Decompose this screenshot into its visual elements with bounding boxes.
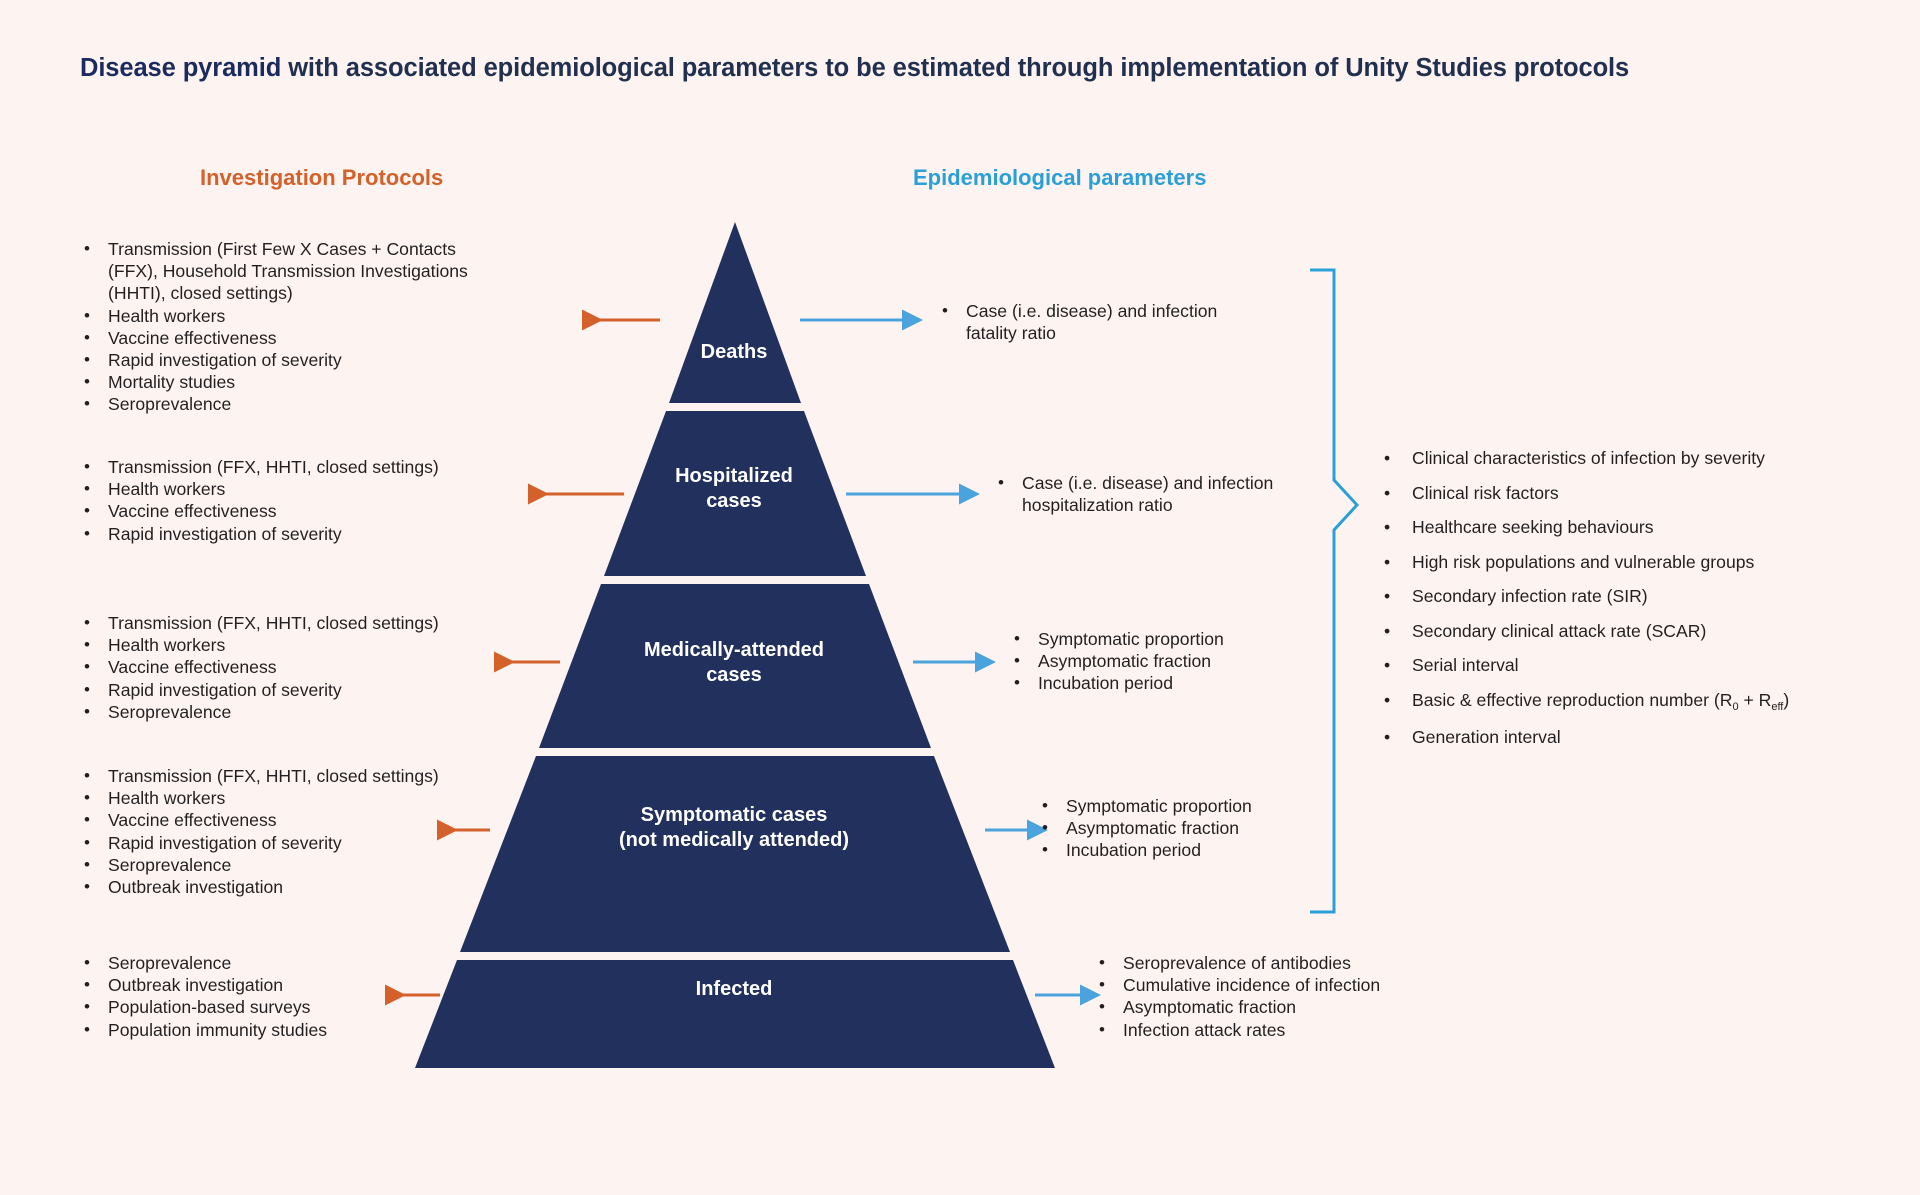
list-item: Vaccine effectiveness [80,500,510,522]
list-item: Health workers [80,478,510,500]
list-item: Healthcare seeking behaviours [1380,516,1880,538]
list-item: Seroprevalence [80,952,510,974]
parameter-list-global: Clinical characteristics of infection by… [1380,447,1880,761]
repro-prefix: Basic & effective reproduction number (R [1412,689,1733,710]
list-item: Rapid investigation of severity [80,832,510,854]
list-item: Cumulative incidence of infection [1095,974,1475,996]
list-item: Transmission (FFX, HHTI, closed settings… [80,612,510,634]
pyramid-label-medically-attended-line1: Medically-attended [643,639,825,661]
pyramid-tier-medically-attended [539,584,931,748]
list-item: Transmission (FFX, HHTI, closed settings… [80,456,510,478]
list-item: Seroprevalence [80,393,510,415]
list-item: Vaccine effectiveness [80,327,510,349]
list-item: Health workers [80,787,510,809]
list-item: Incubation period [1010,672,1340,694]
list-item: Clinical risk factors [1380,482,1880,504]
list-item: Asymptomatic fraction [1038,817,1368,839]
column-header-epidemiological-parameters: Epidemiological parameters [913,165,1207,190]
parameter-list-symptomatic: Symptomatic proportion Asymptomatic frac… [1038,795,1368,862]
title-rest: with associated epidemiological paramete… [281,54,1630,82]
pyramid-label-medically-attended-line2: cases [706,664,762,686]
pyramid-label-hospitalized-line2: cases [706,490,762,512]
list-item: Vaccine effectiveness [80,656,510,678]
parameter-list-infected: Seroprevalence of antibodies Cumulative … [1095,952,1475,1041]
list-item: Transmission (First Few X Cases + Contac… [80,238,510,305]
title-lead: Disease pyramid [80,54,282,82]
list-item: Clinical characteristics of infection by… [1380,447,1880,469]
list-item: High risk populations and vulnerable gro… [1380,551,1880,573]
list-item: Incubation period [1038,839,1368,861]
pyramid-label-medically-attended: Medically-attended cases [534,638,934,688]
list-item: Case (i.e. disease) and infection hospit… [994,472,1344,516]
list-item: Health workers [80,305,510,327]
repro-sub-eff: eff [1771,700,1784,713]
pyramid-label-infected: Infected [695,978,773,1000]
parameter-list-deaths: Case (i.e. disease) and infection fatali… [938,300,1268,344]
list-item: Asymptomatic fraction [1095,996,1475,1018]
pyramid-label-hospitalized: Hospitalized cases [534,464,934,514]
list-item: Asymptomatic fraction [1010,650,1340,672]
repro-suffix: ) [1783,689,1790,710]
page-title: Disease pyramid with associated epidemio… [80,54,1629,83]
list-item: Seroprevalence [80,854,510,876]
list-item: Rapid investigation of severity [80,349,510,371]
pyramid-label-deaths: Deaths [700,341,768,363]
list-item: Rapid investigation of severity [80,679,510,701]
pyramid-label-symptomatic-line2: (not medically attended) [618,829,850,851]
list-item: Serial interval [1380,654,1880,676]
list-item: Symptomatic proportion [1038,795,1368,817]
list-item: Symptomatic proportion [1010,628,1340,650]
list-item: Secondary clinical attack rate (SCAR) [1380,620,1880,642]
list-item: Population immunity studies [80,1019,510,1041]
list-item: Outbreak investigation [80,974,510,996]
repro-sub-zero: 0 [1732,700,1739,713]
list-item: Outbreak investigation [80,876,510,898]
pyramid-label-symptomatic-line1: Symptomatic cases [640,804,828,826]
parameter-list-hospitalized: Case (i.e. disease) and infection hospit… [994,472,1344,516]
list-item: Generation interval [1380,726,1880,748]
protocol-list-deaths: Transmission (First Few X Cases + Contac… [80,238,510,416]
protocol-list-symptomatic: Transmission (FFX, HHTI, closed settings… [80,765,510,898]
protocol-list-medically-attended: Transmission (FFX, HHTI, closed settings… [80,612,510,723]
pyramid-label-symptomatic: Symptomatic cases (not medically attende… [534,803,934,853]
list-item: Case (i.e. disease) and infection fatali… [938,300,1268,344]
pyramid-label-hospitalized-line1: Hospitalized [675,465,793,487]
pyramid-tier-deaths [669,222,801,403]
list-item: Secondary infection rate (SIR) [1380,585,1880,607]
column-header-investigation-protocols: Investigation Protocols [200,165,444,190]
list-item: Transmission (FFX, HHTI, closed settings… [80,765,510,787]
list-item: Health workers [80,634,510,656]
list-item: Rapid investigation of severity [80,523,510,545]
parameter-list-medically-attended: Symptomatic proportion Asymptomatic frac… [1010,628,1340,695]
list-item: Mortality studies [80,371,510,393]
list-item: Infection attack rates [1095,1019,1475,1041]
list-item: Seroprevalence [80,701,510,723]
pyramid-tier-hospitalized [604,411,866,576]
list-item: Population-based surveys [80,996,510,1018]
repro-middle: + R [1738,689,1772,710]
list-item: Seroprevalence of antibodies [1095,952,1475,974]
list-item: Vaccine effectiveness [80,809,510,831]
list-item-reproduction-number: Basic & effective reproduction number (R… [1380,689,1880,714]
protocol-list-hospitalized: Transmission (FFX, HHTI, closed settings… [80,456,510,545]
pyramid-tier-infected [415,960,1055,1068]
pyramid-tier-symptomatic [460,756,1010,952]
protocol-list-infected: Seroprevalence Outbreak investigation Po… [80,952,510,1041]
